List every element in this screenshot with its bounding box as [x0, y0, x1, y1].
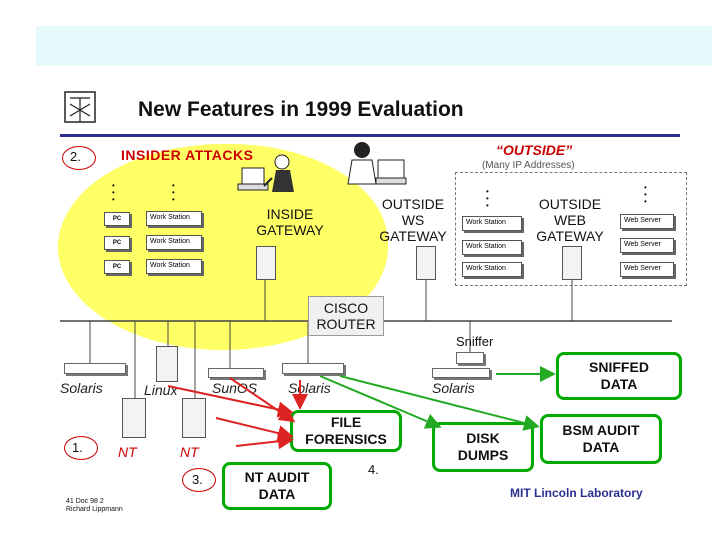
inside-dots-1: ••• — [112, 181, 115, 204]
web-server-1: Web Server — [620, 214, 674, 229]
outside-region — [455, 172, 687, 286]
nt-machine-2 — [182, 398, 206, 438]
header-band — [36, 26, 712, 66]
outside-ws-dots: ••• — [486, 187, 489, 210]
web-server-dots: ••• — [644, 183, 647, 206]
inside-pc-1: PC — [104, 212, 130, 226]
os-solaris-1: Solaris — [60, 380, 103, 396]
os-nt-2: NT — [180, 444, 199, 460]
nt-machine-1 — [122, 398, 146, 438]
outside-ws-1: Work Station — [462, 216, 522, 231]
solaris-machine-1 — [64, 363, 126, 374]
footer-meta-1: 41 Doc 98 2 — [66, 498, 104, 505]
insider-attacker-icon — [237, 154, 294, 192]
outside-attacker-icon — [347, 142, 407, 185]
number-1: 1. — [72, 440, 83, 455]
sniffer-label: Sniffer — [456, 334, 494, 349]
solaris-machine-2 — [282, 363, 344, 374]
footer-org: MIT Lincoln Laboratory — [510, 486, 643, 500]
linux-machine — [156, 346, 178, 382]
sniffer-machine — [456, 352, 484, 364]
outside-label: “OUTSIDE” — [496, 142, 573, 158]
outside-ws-gateway-machine — [416, 246, 436, 280]
outside-sublabel: (Many IP Addresses) — [482, 160, 575, 171]
lincoln-logo-icon — [64, 91, 96, 123]
number-3-ring — [182, 468, 216, 492]
outside-ws-2: Work Station — [462, 240, 522, 255]
os-sunos: SunOS — [212, 380, 258, 396]
os-nt-1: NT — [118, 444, 137, 460]
footer-meta-2: Richard Lippmann — [66, 506, 123, 513]
insider-label: INSIDER ATTACKS — [121, 147, 254, 163]
number-4: 4. — [368, 462, 379, 477]
number-3: 3. — [192, 472, 203, 487]
inside-ws-2: Work Station — [146, 235, 202, 250]
page-title: New Features in 1999 Evaluation — [138, 98, 464, 121]
title-rule — [60, 134, 680, 137]
sunos-machine — [208, 368, 264, 378]
inside-ws-1: Work Station — [146, 211, 202, 226]
inside-pc-3: PC — [104, 260, 130, 274]
web-server-2: Web Server — [620, 238, 674, 253]
inside-dots-2: ••• — [172, 181, 175, 204]
inside-ws-3: Work Station — [146, 259, 202, 274]
outside-web-gateway-machine — [562, 246, 582, 280]
number-2-ring — [62, 146, 96, 170]
os-solaris-3: Solaris — [432, 380, 475, 396]
web-server-3: Web Server — [620, 262, 674, 277]
outside-ws-3: Work Station — [462, 262, 522, 277]
inside-pc-2: PC — [104, 236, 130, 250]
number-1-ring — [64, 436, 98, 460]
inside-gateway-machine — [256, 246, 276, 280]
solaris-machine-3 — [432, 368, 490, 378]
os-solaris-2: Solaris — [288, 380, 331, 396]
cisco-router — [308, 296, 384, 336]
insider-number: 2. — [70, 149, 81, 164]
